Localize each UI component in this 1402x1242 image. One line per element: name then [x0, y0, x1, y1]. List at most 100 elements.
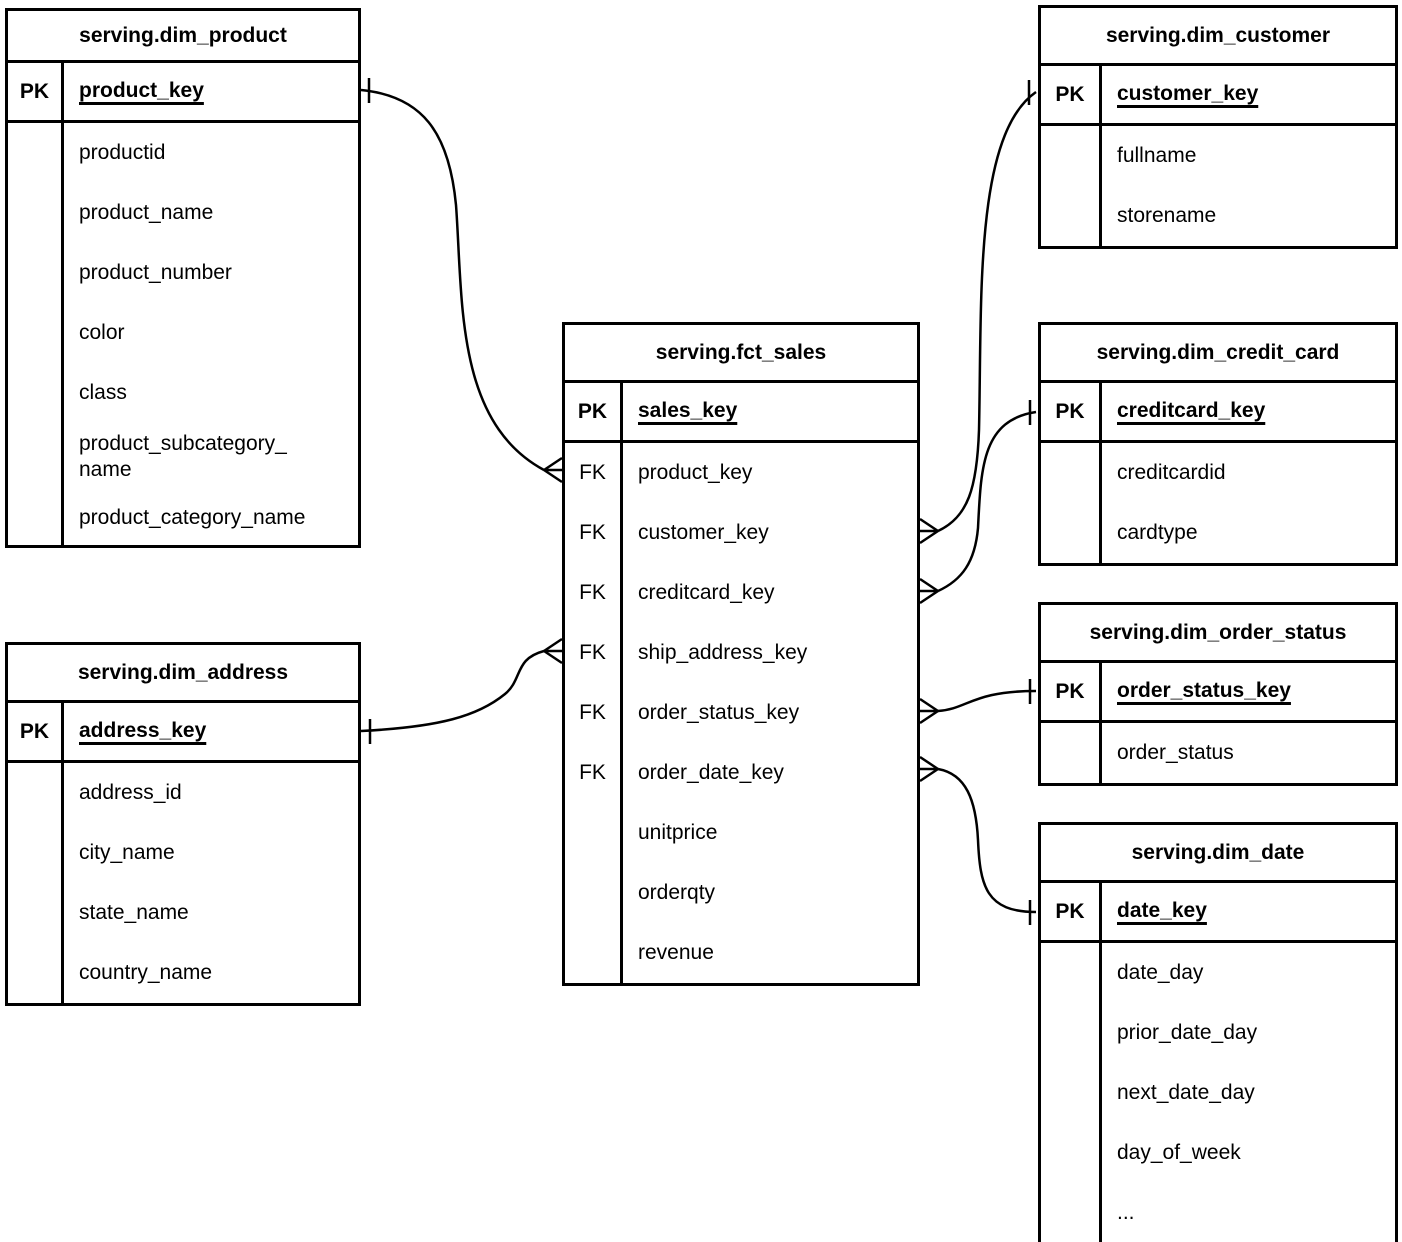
field-cell: day_of_week — [1117, 1140, 1241, 1164]
relationship-line — [360, 649, 545, 733]
table-dim-credit-card: serving.dim_credit_card PK creditcard_ke… — [1038, 322, 1398, 566]
field-cell: fullname — [1117, 143, 1197, 167]
table-dim-order-status: serving.dim_order_status PK order_status… — [1038, 602, 1398, 786]
relationship-line — [937, 90, 1037, 533]
table-title: serving.dim_product — [8, 11, 358, 63]
key-cell — [8, 243, 64, 303]
field-cell: ... — [1117, 1200, 1135, 1224]
key-cell: PK — [8, 703, 64, 760]
table-row: product_name — [8, 183, 358, 243]
key-cell — [8, 423, 64, 491]
crows-foot-many-icon — [919, 577, 939, 605]
table-row: FK customer_key — [565, 503, 917, 563]
table-fct-sales: serving.fct_sales PK sales_key FK produc… — [562, 322, 920, 986]
crows-foot-many-icon — [543, 456, 563, 484]
field-cell: class — [79, 380, 127, 404]
key-cell — [8, 491, 64, 545]
pk-field-cell: customer_key — [1117, 82, 1259, 106]
key-cell: PK — [1041, 383, 1102, 440]
key-cell — [8, 183, 64, 243]
key-cell — [8, 823, 64, 883]
key-cell: PK — [1041, 663, 1102, 720]
table-row: FK order_status_key — [565, 683, 917, 743]
table-row: productid — [8, 123, 358, 183]
field-cell: order_status_key — [638, 700, 800, 724]
crows-foot-many-icon — [919, 755, 939, 783]
table-dim-address: serving.dim_address PK address_key addre… — [5, 642, 361, 1006]
relationship-address-sales — [360, 637, 563, 744]
key-cell: PK — [1041, 883, 1102, 940]
key-cell: FK — [565, 743, 623, 803]
crows-foot-many-icon — [919, 517, 939, 545]
key-cell: FK — [565, 563, 623, 623]
table-row: FK order_date_key — [565, 743, 917, 803]
relationship-line — [937, 689, 1037, 713]
field-cell: city_name — [79, 840, 175, 864]
table-row: revenue — [565, 923, 917, 983]
key-cell — [8, 363, 64, 423]
table-row: FK ship_address_key — [565, 623, 917, 683]
pk-row: PK creditcard_key — [1041, 383, 1395, 443]
key-cell — [565, 923, 623, 983]
field-cell: unitprice — [638, 820, 718, 844]
key-cell — [565, 863, 623, 923]
table-title: serving.fct_sales — [565, 325, 917, 383]
pk-row: PK product_key — [8, 63, 358, 123]
table-title: serving.dim_date — [1041, 825, 1395, 883]
field-cell: ship_address_key — [638, 640, 808, 664]
relationship-sales-customer — [919, 80, 1037, 545]
key-cell — [1041, 943, 1102, 1003]
field-cell: color — [79, 320, 125, 344]
field-cell: prior_date_day — [1117, 1020, 1258, 1044]
field-cell: revenue — [638, 940, 714, 964]
table-row: fullname — [1041, 126, 1395, 186]
pk-field-cell: date_key — [1117, 899, 1207, 923]
table-row: storename — [1041, 186, 1395, 246]
table-row: ... — [1041, 1183, 1395, 1242]
key-cell: PK — [8, 63, 64, 120]
table-row: city_name — [8, 823, 358, 883]
table-row: date_day — [1041, 943, 1395, 1003]
field-cell: product_key — [638, 460, 753, 484]
key-cell — [8, 303, 64, 363]
table-row: day_of_week — [1041, 1123, 1395, 1183]
key-cell — [8, 763, 64, 823]
table-row: address_id — [8, 763, 358, 823]
table-row: state_name — [8, 883, 358, 943]
table-row: unitprice — [565, 803, 917, 863]
relationship-sales-order-status — [919, 679, 1037, 725]
pk-row: PK address_key — [8, 703, 358, 763]
pk-row: PK date_key — [1041, 883, 1395, 943]
field-cell: creditcardid — [1117, 460, 1226, 484]
key-cell — [1041, 186, 1102, 246]
key-cell — [1041, 1183, 1102, 1242]
key-cell: FK — [565, 503, 623, 563]
table-row: class — [8, 363, 358, 423]
pk-row: PK customer_key — [1041, 66, 1395, 126]
table-title: serving.dim_customer — [1041, 8, 1395, 66]
table-row: cardtype — [1041, 503, 1395, 563]
relationship-line — [937, 767, 1037, 914]
key-cell — [1041, 503, 1102, 563]
table-row: prior_date_day — [1041, 1003, 1395, 1063]
key-cell — [1041, 443, 1102, 503]
table-row: FK creditcard_key — [565, 563, 917, 623]
key-cell: FK — [565, 683, 623, 743]
key-cell — [8, 883, 64, 943]
key-cell — [8, 123, 64, 183]
key-cell — [1041, 1003, 1102, 1063]
key-cell: FK — [565, 443, 623, 503]
field-cell: next_date_day — [1117, 1080, 1255, 1104]
field-cell: order_date_key — [638, 760, 784, 784]
field-cell: cardtype — [1117, 520, 1198, 544]
table-row: orderqty — [565, 863, 917, 923]
table-title: serving.dim_credit_card — [1041, 325, 1395, 383]
field-cell: orderqty — [638, 880, 716, 904]
table-title: serving.dim_order_status — [1041, 605, 1395, 663]
pk-field-cell: creditcard_key — [1117, 399, 1266, 423]
pk-field-cell: product_key — [79, 79, 204, 103]
key-cell — [8, 943, 64, 1003]
field-cell: customer_key — [638, 520, 769, 544]
relationship-sales-date — [919, 755, 1037, 925]
